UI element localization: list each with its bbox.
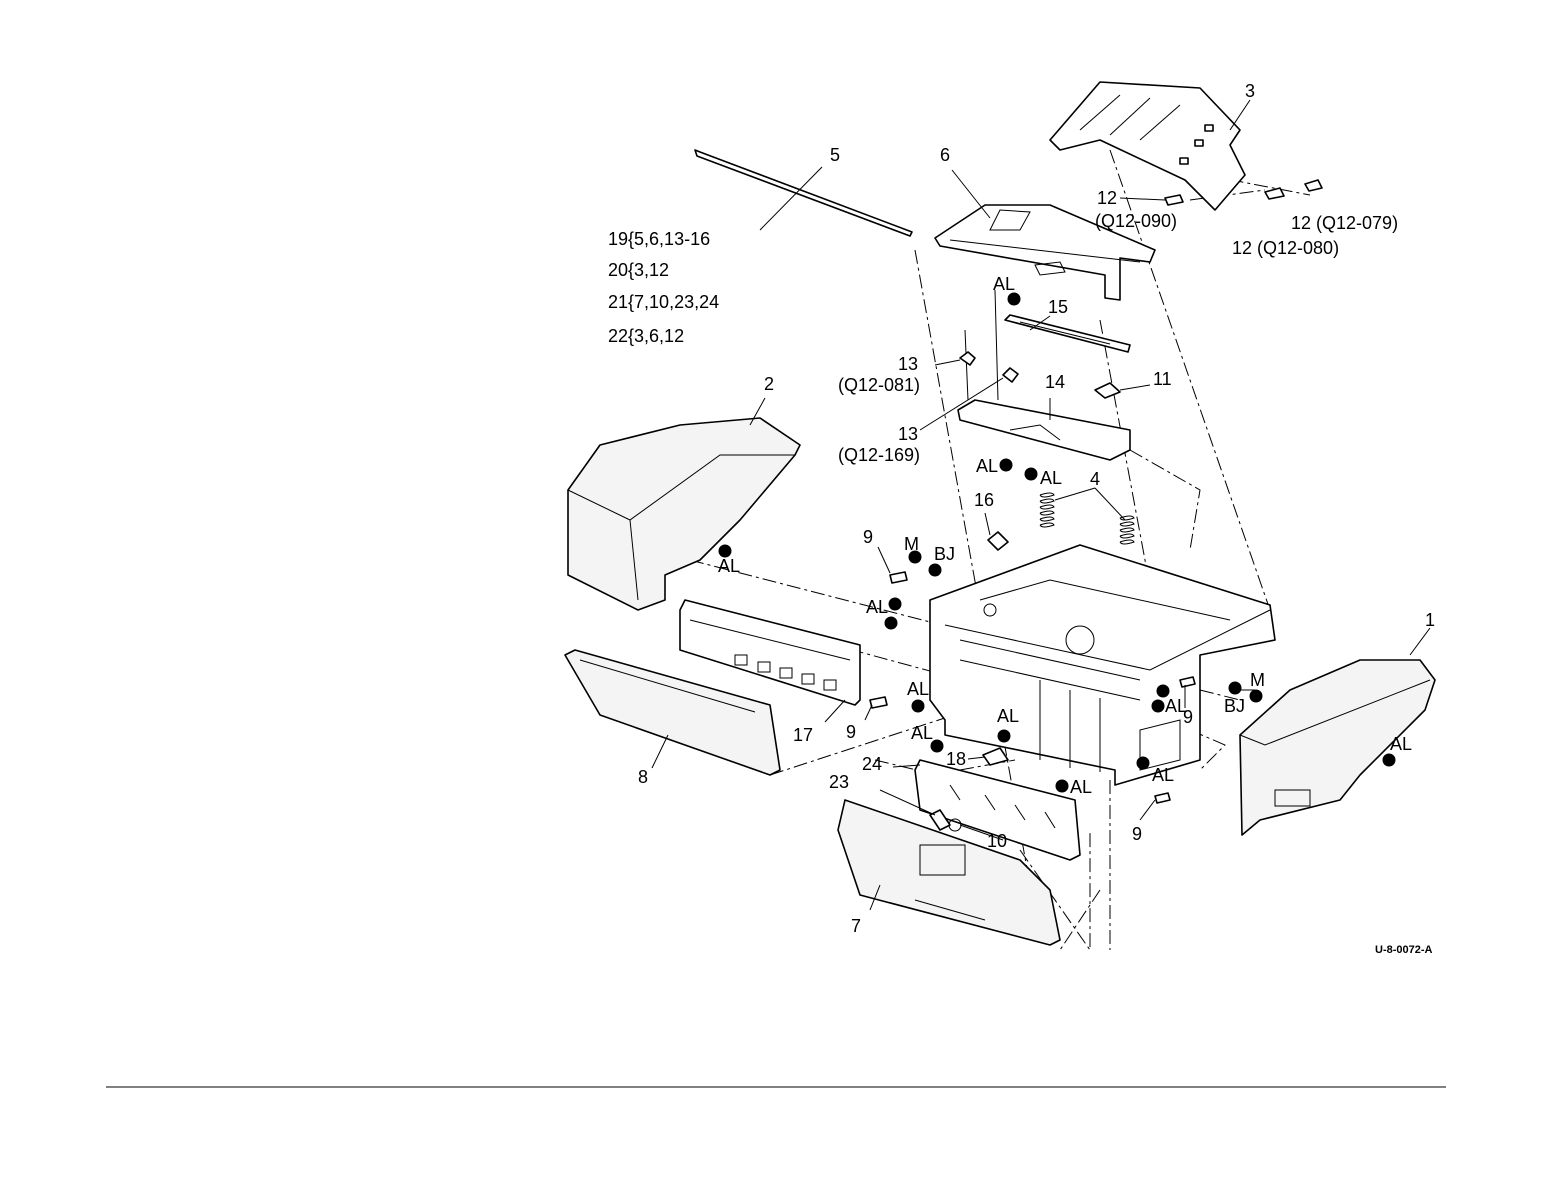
callout-1: 1 (1425, 610, 1435, 630)
part-5-shaft (695, 150, 912, 236)
callout-10: 10 (987, 831, 1007, 851)
callout-23: 23 (829, 772, 849, 792)
callout-9: 9 (846, 722, 856, 742)
code-m: M (904, 534, 919, 554)
part-14-mid-plate (958, 290, 1130, 460)
callout-12: 12 (1097, 188, 1117, 208)
marker-al-13 (1056, 780, 1069, 793)
callout-9: 9 (1132, 824, 1142, 844)
marker-bj-1 (929, 564, 942, 577)
code-bj: BJ (934, 544, 955, 564)
marker-al-7 (912, 700, 925, 713)
code-al: AL (976, 456, 998, 476)
kit-20: 20{3,12 (608, 260, 669, 280)
code-al: AL (911, 723, 933, 743)
callout-6: 6 (940, 145, 950, 165)
marker-al-12 (1137, 757, 1150, 770)
callout-12-ref: (Q12-090) (1095, 211, 1177, 231)
callout-14: 14 (1045, 372, 1065, 392)
callout-13: 13 (898, 424, 918, 444)
main-frame (930, 545, 1275, 785)
code-bj: BJ (1224, 696, 1245, 716)
marker-bj-2 (1250, 690, 1263, 703)
marker-al-14 (1383, 754, 1396, 767)
marker-al-11 (1152, 700, 1165, 713)
kit-22: 22{3,6,12 (608, 326, 684, 346)
callout-5: 5 (830, 145, 840, 165)
callout-18: 18 (946, 749, 966, 769)
part-15-rail (1005, 315, 1130, 352)
code-al: AL (997, 706, 1019, 726)
callout-11: 11 (1153, 369, 1172, 389)
marker-al-1 (1008, 293, 1021, 306)
callout-16: 16 (974, 490, 994, 510)
marker-al-3 (1025, 468, 1038, 481)
marker-al-5 (889, 598, 902, 611)
marker-al-9 (998, 730, 1011, 743)
callout-13-ref: (Q12-169) (838, 445, 920, 465)
code-m: M (1250, 670, 1265, 690)
marker-al-2 (1000, 459, 1013, 472)
code-al: AL (1390, 734, 1412, 754)
callout-12-q12-080: 12 (Q12-080) (1232, 238, 1339, 258)
callout-2: 2 (764, 374, 774, 394)
figure-id: U-8-0072-A (1375, 944, 1433, 956)
callout-3: 3 (1245, 81, 1255, 101)
callout-9: 9 (863, 527, 873, 547)
callout-24: 24 (862, 754, 882, 774)
part-4-springs (1040, 493, 1134, 544)
callout-9: 9 (1183, 707, 1193, 727)
callout-13: 13 (898, 354, 918, 374)
code-al: AL (1040, 468, 1062, 488)
callout-8: 8 (638, 767, 648, 787)
code-al: AL (866, 597, 888, 617)
callout-13-ref: (Q12-081) (838, 375, 920, 395)
code-al: AL (1070, 777, 1092, 797)
marker-al-6 (885, 617, 898, 630)
code-al: AL (993, 274, 1015, 294)
callout-7: 7 (851, 916, 861, 936)
callout-12-q12-079: 12 (Q12-079) (1291, 213, 1398, 233)
code-al: AL (907, 679, 929, 699)
kit-21: 21{7,10,23,24 (608, 292, 719, 312)
marker-m-2 (1229, 682, 1242, 695)
kit-19: 19{5,6,13-16 (608, 229, 710, 249)
part-3-top-cover (1050, 82, 1245, 210)
callout-4: 4 (1090, 469, 1100, 489)
kit-list: 19{5,6,13-16 20{3,12 21{7,10,23,24 22{3,… (608, 229, 719, 346)
callout-15: 15 (1048, 297, 1068, 317)
code-al: AL (718, 556, 740, 576)
code-al: AL (1152, 765, 1174, 785)
callout-17: 17 (793, 725, 813, 745)
part-2-left-cover (568, 418, 800, 610)
